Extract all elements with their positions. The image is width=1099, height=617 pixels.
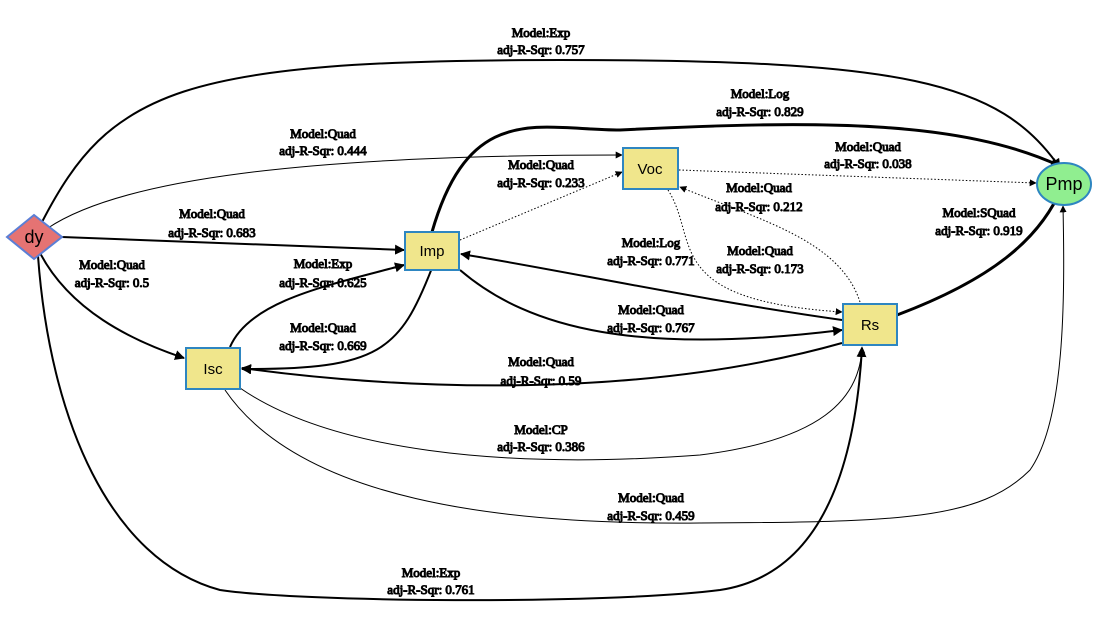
node-imp[interactable]: Imp: [404, 231, 460, 271]
edge-score-label: adj-R-Sqr: 0.5: [75, 275, 149, 290]
edge-imp-to-rs: Model:Quad adj-R-Sqr: 0.767: [459, 269, 843, 341]
edge-model-label: Model:Quad: [290, 320, 356, 335]
node-pmp-label: Pmp: [1045, 174, 1082, 194]
node-dy[interactable]: dy: [5, 213, 64, 261]
edge-score-label: adj-R-Sqr: 0.761: [387, 582, 474, 597]
edge-score-label: adj-R-Sqr: 0.386: [497, 439, 585, 454]
node-isc[interactable]: Isc: [185, 347, 241, 390]
edge-score-label: adj-R-Sqr: 0.625: [279, 275, 366, 290]
node-pmp[interactable]: Pmp: [1036, 162, 1092, 206]
edge-dy-to-pmp: Model:Exp adj-R-Sqr: 0.757: [41, 25, 1061, 223]
edge-model-label: Model:CP: [514, 422, 567, 437]
edge-rs-to-isc: Model:Quad adj-R-Sqr: 0.59: [241, 342, 843, 389]
edge-model-label: Model:Exp: [402, 565, 461, 580]
edge-score-label: adj-R-Sqr: 0.669: [279, 338, 366, 353]
edge-model-label: Model:Exp: [512, 25, 571, 40]
edge-dy-to-voc: Model:Quad adj-R-Sqr: 0.444: [47, 126, 623, 229]
edge-model-label: Model:Quad: [726, 180, 792, 195]
edge-imp-to-voc: Model:Quad adj-R-Sqr: 0.233: [459, 157, 623, 241]
edge-dy-to-imp: Model:Quad adj-R-Sqr: 0.683: [61, 206, 405, 255]
edge-isc-to-imp: Model:Exp adj-R-Sqr: 0.625: [229, 256, 405, 348]
edge-model-label: Model:Quad: [508, 354, 574, 369]
edge-score-label: adj-R-Sqr: 0.233: [497, 175, 584, 190]
edge-model-label: Model:Log: [622, 235, 681, 250]
edge-dy-to-isc: Model:Quad adj-R-Sqr: 0.5: [39, 252, 185, 360]
edge-voc-to-pmp: Model:Quad adj-R-Sqr: 0.038: [678, 139, 1037, 187]
edge-score-label: adj-R-Sqr: 0.038: [824, 156, 911, 171]
edge-isc-to-pmp: Model:Quad adj-R-Sqr: 0.459: [224, 205, 1067, 524]
edge-isc-to-rs: Model:CP adj-R-Sqr: 0.386: [239, 346, 866, 461]
node-imp-label: Imp: [419, 243, 444, 260]
edge-score-label: adj-R-Sqr: 0.829: [716, 104, 803, 119]
edge-model-label: Model:Quad: [179, 206, 245, 221]
edge-score-label: adj-R-Sqr: 0.683: [168, 225, 255, 240]
edge-model-label: Model:Quad: [618, 490, 684, 505]
edge-model-label: Model:Quad: [618, 302, 684, 317]
node-isc-label: Isc: [203, 361, 223, 378]
edge-dy-to-rs: Model:Exp adj-R-Sqr: 0.761: [37, 255, 867, 602]
edge-model-label: Model:Quad: [835, 139, 901, 154]
edge-model-label: Model:Quad: [290, 126, 356, 141]
edge-rs-to-voc: Model:Quad adj-R-Sqr: 0.212: [679, 180, 861, 303]
edge-model-label: Model:Quad: [508, 157, 574, 172]
edge-imp-to-pmp: Model:Log adj-R-Sqr: 0.829: [430, 86, 1061, 233]
edge-imp-to-isc: Model:Quad adj-R-Sqr: 0.669: [241, 267, 433, 375]
edge-score-label: adj-R-Sqr: 0.767: [607, 320, 695, 335]
edge-model-label: Model:Quad: [79, 257, 145, 272]
node-voc[interactable]: Voc: [622, 147, 679, 190]
edge-rs-to-pmp: Model:SQuad adj-R-Sqr: 0.919: [896, 186, 1064, 317]
edge-rs-to-imp: Model:Log adj-R-Sqr: 0.771: [460, 235, 843, 321]
edge-score-label: adj-R-Sqr: 0.771: [607, 253, 694, 268]
node-dy-label: dy: [24, 227, 43, 247]
edge-score-label: adj-R-Sqr: 0.757: [497, 42, 585, 57]
edge-model-label: Model:SQuad: [943, 205, 1016, 220]
node-rs-label: Rs: [861, 317, 879, 334]
edge-model-label: Model:Log: [731, 86, 790, 101]
edge-model-label: Model:Quad: [727, 243, 793, 258]
edge-score-label: adj-R-Sqr: 0.212: [715, 199, 802, 214]
edge-score-label: adj-R-Sqr: 0.919: [935, 223, 1022, 238]
edge-voc-to-rs: Model:Quad adj-R-Sqr: 0.173: [667, 189, 843, 316]
edge-model-label: Model:Exp: [294, 256, 353, 271]
node-voc-label: Voc: [637, 161, 663, 178]
edge-score-label: adj-R-Sqr: 0.173: [716, 261, 803, 276]
edge-score-label: adj-R-Sqr: 0.444: [279, 143, 367, 158]
edge-score-label: adj-R-Sqr: 0.459: [607, 508, 694, 523]
edge-score-label: adj-R-Sqr: 0.59: [501, 373, 582, 388]
node-rs[interactable]: Rs: [842, 303, 898, 346]
